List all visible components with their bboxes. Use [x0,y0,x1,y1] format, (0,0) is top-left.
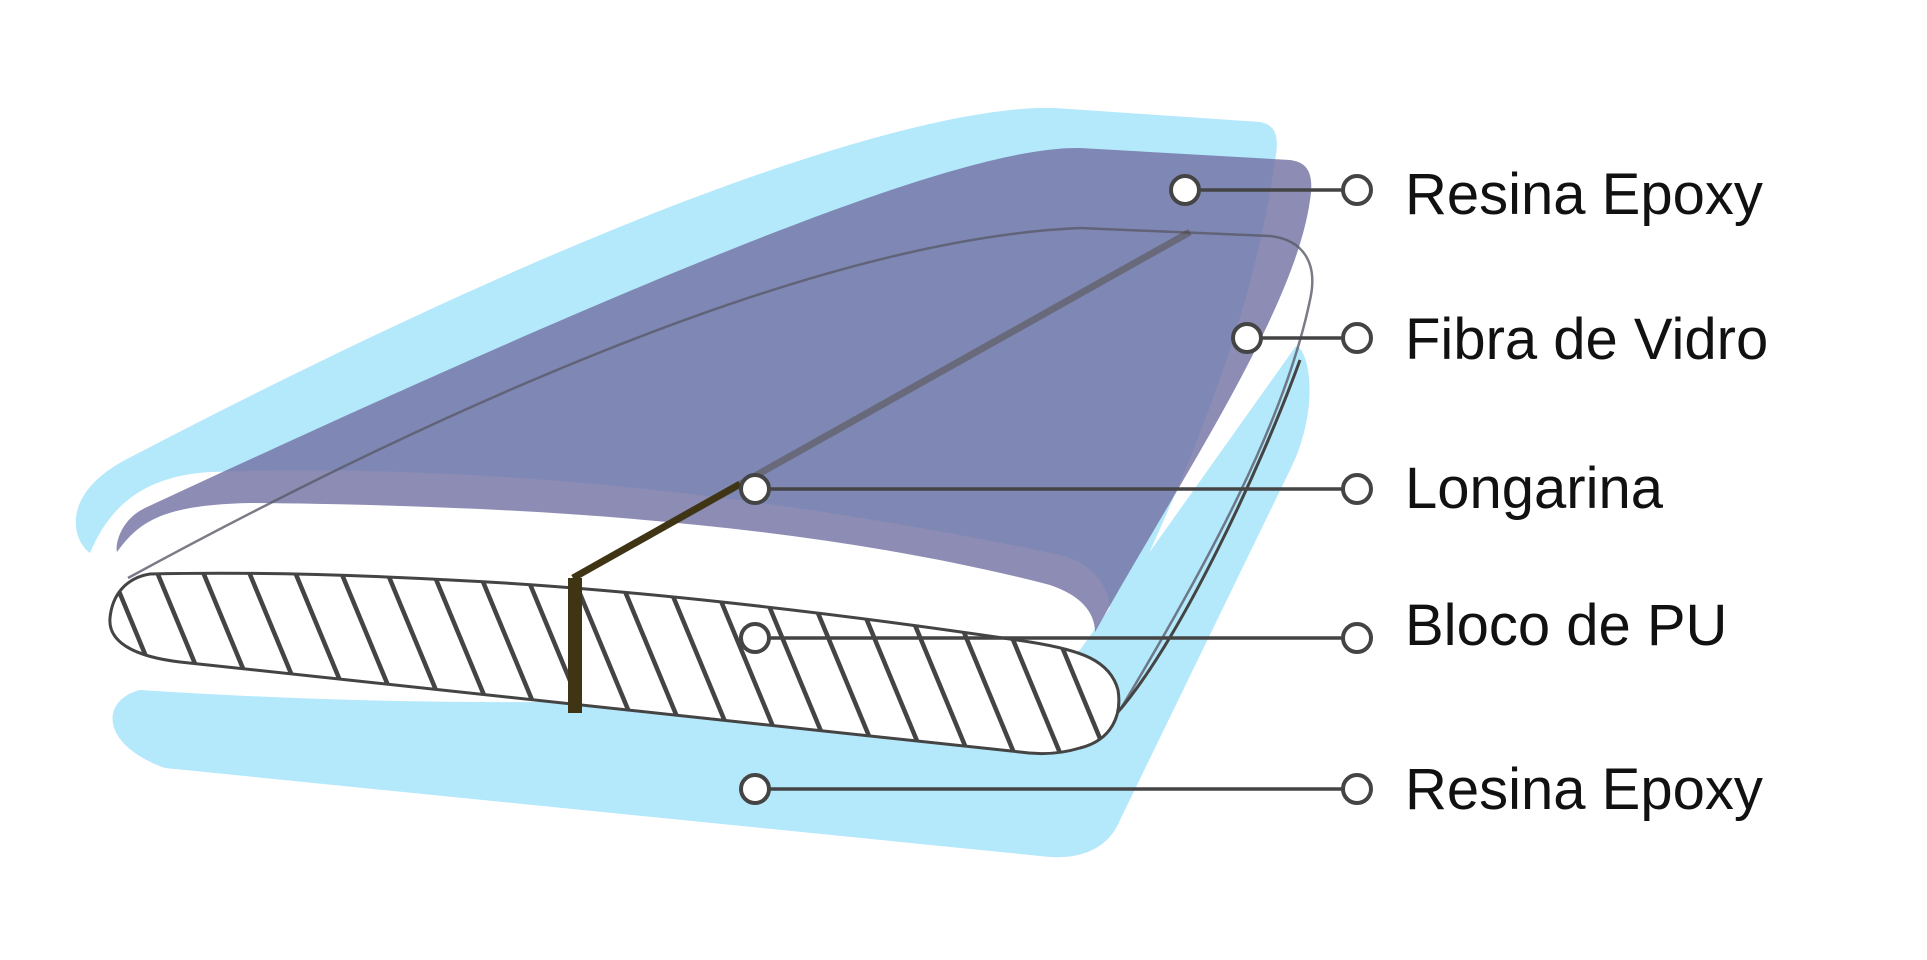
leader-stringer [739,473,1373,505]
stringer-section [568,578,582,713]
label-epoxy-top: Resina Epoxy [1405,162,1763,227]
leader-pu-block [739,622,1373,654]
stringer-top-edge [571,480,742,582]
label-stringer: Longarina [1405,456,1664,521]
foam-outline [108,571,1121,756]
deck-outline [127,226,1314,711]
label-fiberglass: Fibra de Vidro [1405,307,1768,372]
label-epoxy-bottom: Resina Epoxy [1405,757,1763,822]
leader-epoxy-top [1169,174,1373,206]
rail-outline [1116,359,1302,713]
leader-fiberglass [1231,322,1373,354]
leader-epoxy-bottom [739,773,1373,805]
label-pu-block: Bloco de PU [1405,593,1727,658]
fiberglass-layer [116,147,1312,632]
